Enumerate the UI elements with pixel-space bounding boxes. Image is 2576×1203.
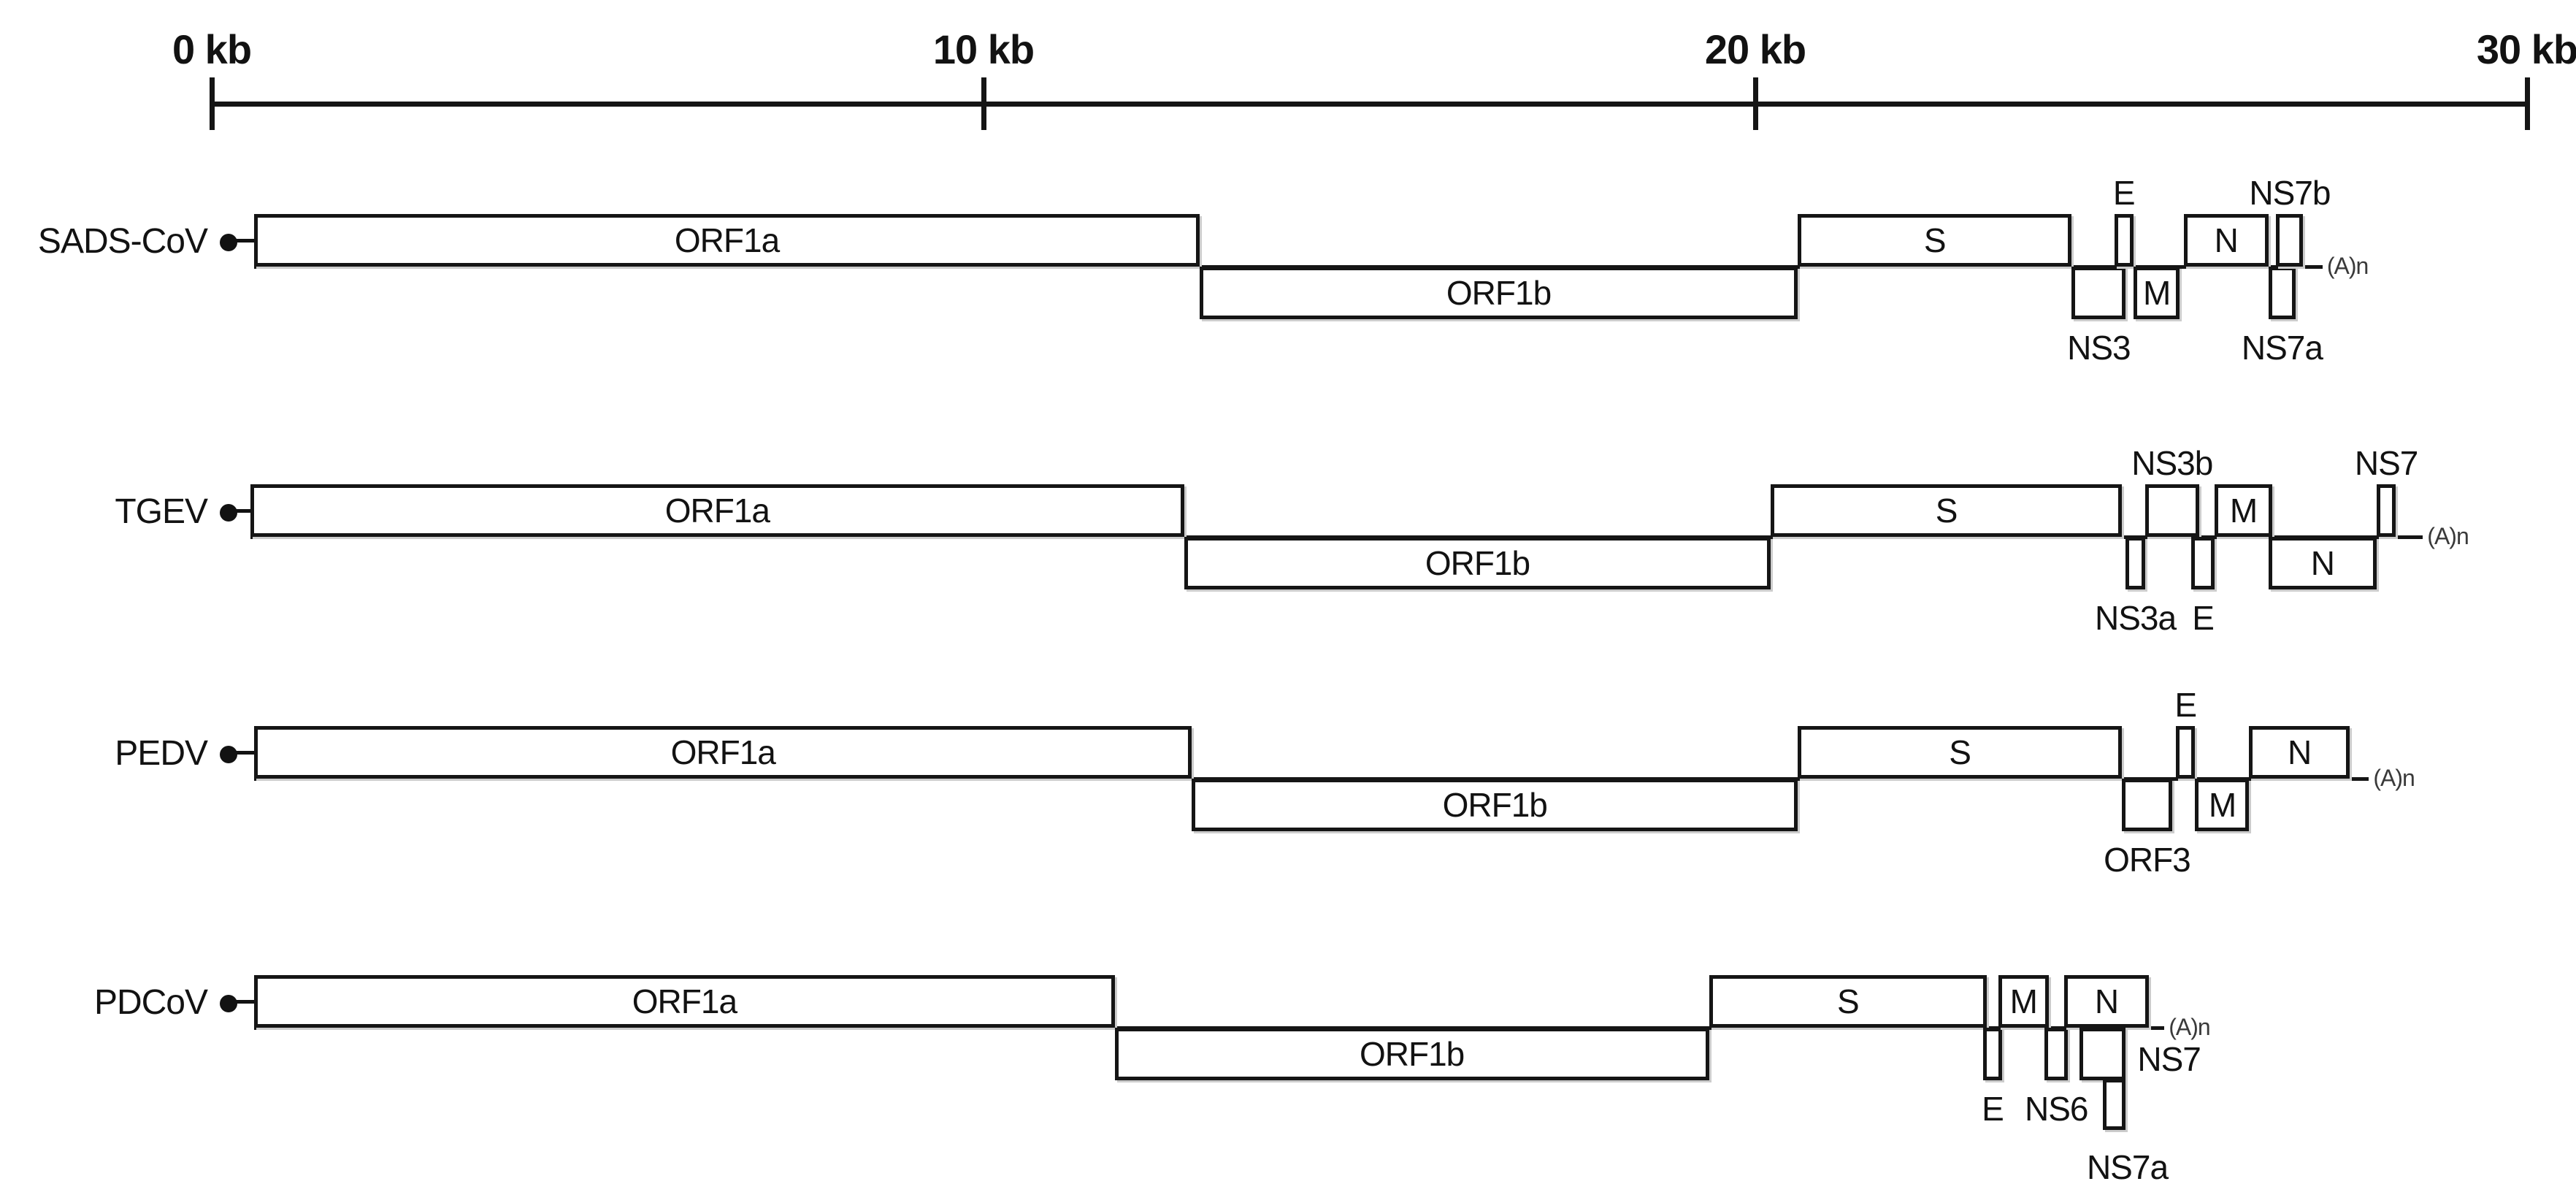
gene-box-PEDV-ORF1b: ORF1b <box>1192 779 1798 831</box>
gene-label-ORF1b: ORF1b <box>1425 544 1530 582</box>
virus-label-TGEV: TGEV <box>115 492 208 531</box>
gene-label-E: E <box>2192 599 2215 637</box>
gene-label-M: M <box>2208 786 2236 824</box>
scale-tick-label-30kb: 30 kb <box>2476 26 2576 72</box>
gene-box-PEDV-N: N <box>2249 726 2350 779</box>
gene-box-TGEV-ORF1b: ORF1b <box>1184 537 1771 589</box>
gene-label-ORF1a: ORF1a <box>670 733 776 771</box>
gene-label-ORF1b: ORF1b <box>1442 786 1548 824</box>
gene-box-TGEV-N: N <box>2268 537 2377 589</box>
gene-label-NS7: NS7 <box>2354 444 2418 482</box>
gene-box-TGEV-ORF1a: ORF1a <box>250 484 1184 537</box>
five-prime-connector-line <box>227 239 259 242</box>
gene-label-N: N <box>2214 221 2239 259</box>
five-prime-connector-line <box>227 509 255 513</box>
scale-tick-0kb <box>210 77 215 130</box>
gene-box-SADS-CoV-N: N <box>2183 214 2269 267</box>
gene-label-S: S <box>1923 221 1947 259</box>
gene-label-N: N <box>2310 544 2335 582</box>
gene-box-PDCoV-ORF1b: ORF1b <box>1114 1028 1709 1080</box>
gene-label-NS7: NS7 <box>2137 1040 2201 1078</box>
gene-label-ORF3: ORF3 <box>2104 841 2191 879</box>
gene-label-ORF1a: ORF1a <box>674 221 780 259</box>
scale-tick-10kb <box>981 77 986 130</box>
gene-box-PEDV-ORF3 <box>2122 779 2172 831</box>
gene-box-PDCoV-M: M <box>1998 975 2049 1028</box>
gene-label-ORF1a: ORF1a <box>664 492 770 530</box>
gene-label-N: N <box>2094 982 2119 1020</box>
gene-label-ORF1b: ORF1b <box>1359 1035 1465 1073</box>
gene-box-PDCoV-S: S <box>1709 975 1987 1028</box>
gene-label-M: M <box>2229 492 2258 530</box>
scale-tick-30kb <box>2525 77 2530 130</box>
gene-label-S: S <box>1935 492 1958 530</box>
five-prime-connector-line <box>227 751 259 755</box>
gene-box-TGEV-E <box>2191 537 2215 589</box>
gene-box-PDCoV-N: N <box>2063 975 2150 1028</box>
gene-box-PEDV-S: S <box>1798 726 2123 779</box>
gene-box-TGEV-NS7 <box>2376 484 2396 537</box>
scale-tick-label-10kb: 10 kb <box>932 26 1035 72</box>
gene-box-PEDV-M: M <box>2195 779 2250 831</box>
gene-box-SADS-CoV-ORF1b: ORF1b <box>1199 267 1798 319</box>
gene-label-NS3b: NS3b <box>2131 444 2213 482</box>
gene-box-TGEV-S: S <box>1771 484 2123 537</box>
five-prime-dot <box>220 746 237 763</box>
gene-box-PDCoV-NS6 <box>2044 1028 2069 1080</box>
gene-label-E: E <box>1982 1090 2004 1128</box>
scale-tick-20kb <box>1753 77 1758 130</box>
gene-label-ORF1a: ORF1a <box>632 982 737 1020</box>
gene-label-E: E <box>2174 686 2197 724</box>
gene-box-SADS-CoV-NS7a <box>2268 267 2296 319</box>
gene-box-PDCoV-E <box>1982 1028 2003 1080</box>
poly-a-label: (A)n <box>2373 765 2415 791</box>
gene-box-SADS-CoV-M: M <box>2133 267 2180 319</box>
gene-label-NS7a: NS7a <box>2086 1148 2169 1186</box>
gene-box-TGEV-NS3a <box>2125 537 2145 589</box>
gene-box-PDCoV-NS7 <box>2079 1028 2126 1080</box>
scale-bar-line <box>212 102 2527 107</box>
gene-label-S: S <box>1836 982 1860 1020</box>
gene-label-S: S <box>1949 733 1971 771</box>
five-prime-connector-line <box>227 1000 259 1004</box>
five-prime-dot <box>220 234 237 251</box>
gene-box-SADS-CoV-NS7b <box>2276 214 2304 267</box>
gene-label-NS6: NS6 <box>2024 1090 2088 1128</box>
gene-box-TGEV-M: M <box>2214 484 2273 537</box>
poly-a-label: (A)n <box>2326 253 2369 279</box>
gene-label-NS3a: NS3a <box>2095 599 2177 637</box>
gene-label-E: E <box>2112 174 2136 212</box>
poly-a-label: (A)n <box>2169 1014 2210 1040</box>
virus-label-PDCoV: PDCoV <box>93 983 208 1022</box>
gene-label-M: M <box>2142 274 2171 312</box>
gene-label-ORF1b: ORF1b <box>1446 274 1552 312</box>
gene-box-PEDV-E <box>2176 726 2196 779</box>
gene-label-NS7a: NS7a <box>2241 329 2323 367</box>
poly-a-label: (A)n <box>2427 523 2469 549</box>
five-prime-dot <box>220 504 237 522</box>
gene-box-SADS-CoV-E <box>2114 214 2134 267</box>
virus-label-PEDV: PEDV <box>115 734 208 773</box>
virus-label-SADS-CoV: SADS-CoV <box>37 222 208 261</box>
gene-box-SADS-CoV-NS3 <box>2071 267 2126 319</box>
gene-box-SADS-CoV-ORF1a: ORF1a <box>254 214 1200 267</box>
five-prime-dot <box>220 995 237 1012</box>
gene-box-PDCoV-NS7a <box>2102 1079 2126 1130</box>
gene-box-PDCoV-ORF1a: ORF1a <box>254 975 1115 1028</box>
gene-label-NS7b: NS7b <box>2249 174 2331 212</box>
gene-label-NS3: NS3 <box>2067 329 2131 367</box>
scale-tick-label-20kb: 20 kb <box>1704 26 1806 72</box>
gene-box-PEDV-ORF1a: ORF1a <box>254 726 1192 779</box>
gene-label-M: M <box>2009 982 2038 1020</box>
gene-label-N: N <box>2288 733 2312 771</box>
gene-box-SADS-CoV-S: S <box>1798 214 2072 267</box>
gene-box-TGEV-NS3b <box>2144 484 2199 537</box>
scale-tick-label-0kb: 0 kb <box>172 26 252 72</box>
